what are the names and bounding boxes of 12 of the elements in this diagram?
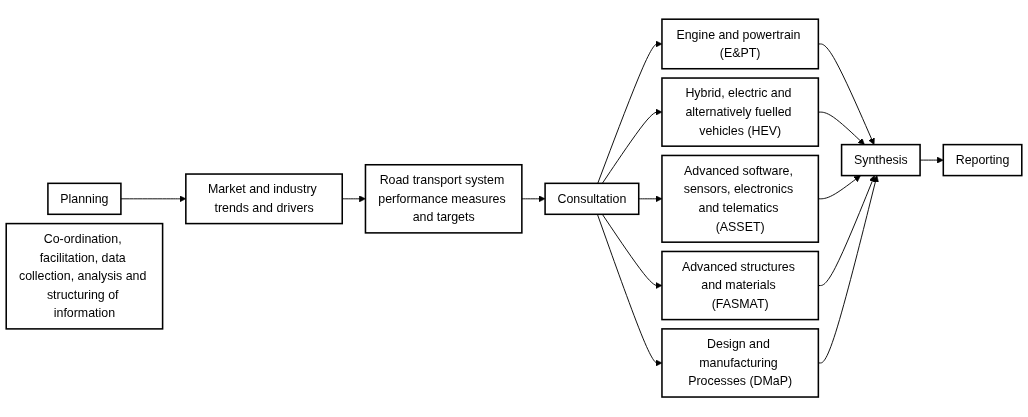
node-box: Engine and powertrain (E&PT): [661, 18, 820, 70]
node-box: Co-ordination, facilitation, data collection, analysis and structuring of information: [5, 223, 164, 331]
node-box: Advanced structures and materials (FASMAT): [661, 251, 820, 321]
node-box: Market and industry trends and drivers: [185, 173, 343, 225]
node-box: Design and manufacturing Processes (DMaP): [661, 328, 820, 399]
node-box: Consultation: [544, 182, 640, 216]
node-box: Synthesis: [840, 144, 921, 177]
node-box: Reporting: [942, 144, 1023, 177]
node-box: Advanced software, sensors, electronics and telematics (ASSET): [661, 155, 820, 244]
node-box: Planning: [47, 182, 122, 216]
node-box: Road transport system performance measures and targets: [364, 164, 523, 235]
node-box: Hybrid, electric and alternatively fuelled vehicles (HEV): [661, 77, 820, 148]
